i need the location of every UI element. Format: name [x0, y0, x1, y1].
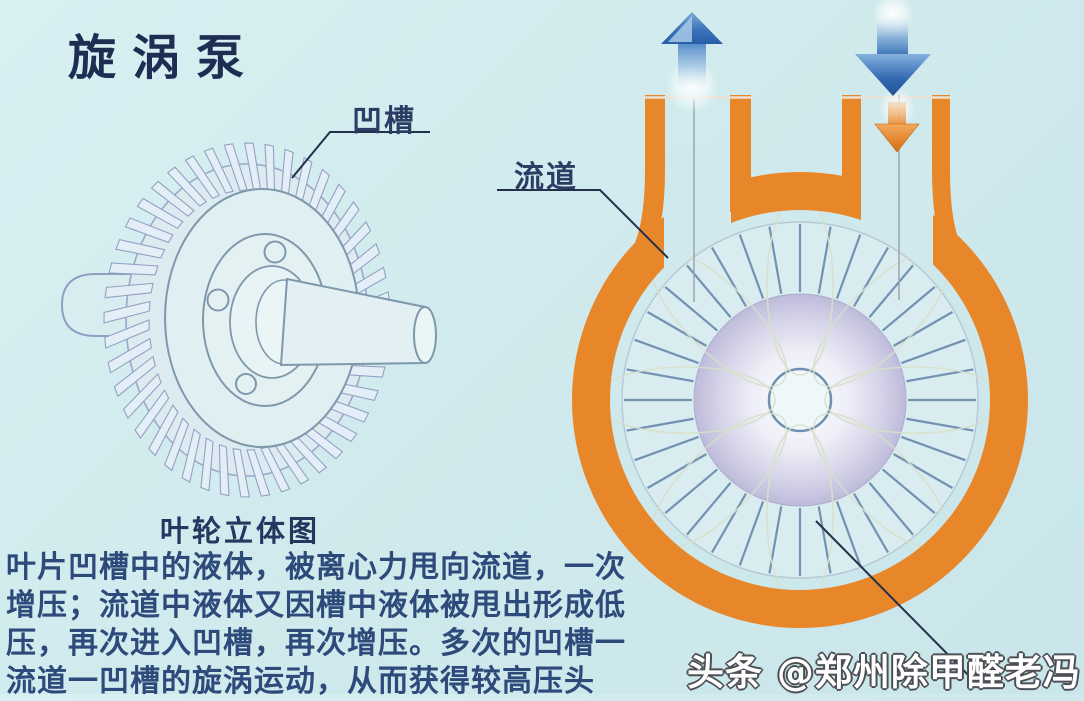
watermark: 头条 @郑州除甲醛老冯	[687, 651, 1081, 694]
shaft-hole	[767, 367, 833, 433]
pump-cross-section-figure	[497, 0, 1028, 687]
description-paragraph: 叶片凹槽中的液体，被离心力甩向流道，一次 增压；流道中液体又因槽中液体被甩出形成…	[6, 549, 626, 701]
groove-label: 凹槽	[352, 104, 416, 139]
page-title: 旋涡泵	[68, 30, 261, 86]
hub-bolt-holes	[206, 240, 287, 395]
impeller-caption: 叶轮立体图	[160, 514, 321, 548]
description-line-4: 流道一凹槽的旋涡运动，从而获得较高压头	[6, 664, 595, 699]
inlet-down-arrow-icon	[855, 16, 931, 96]
inflow-orange-arrow-icon	[874, 102, 920, 153]
description-line-2: 增压；流道中液体又因槽中液体被甩出形成低	[6, 588, 626, 623]
outlet-up-arrow-icon	[661, 12, 723, 88]
impeller-3d-figure	[60, 142, 437, 498]
channel-leader-line	[497, 189, 669, 259]
pump-casing	[572, 95, 1028, 628]
groove-leader-line	[291, 131, 430, 179]
shaft-end-cap	[413, 306, 437, 364]
description-line-3: 压，再次进入凹槽，再次增压。多次的凹槽一	[6, 626, 626, 661]
description-line-1: 叶片凹槽中的液体，被离心力甩向流道，一次	[6, 550, 626, 585]
impeller-leader-line	[815, 520, 980, 687]
impeller-vanes	[624, 224, 976, 576]
impeller-shaft	[279, 277, 426, 367]
channel-label: 流道	[514, 160, 578, 195]
